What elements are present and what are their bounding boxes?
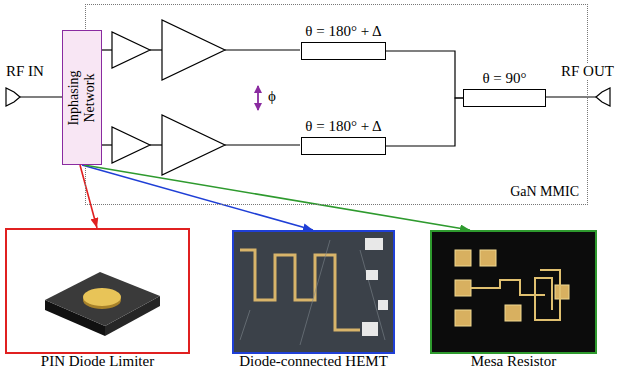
- node-label: Inphasing Network: [66, 53, 98, 143]
- callout-arrow: [84, 165, 470, 230]
- phase-label: ϕ: [268, 88, 276, 105]
- image-panel: Mesa Resistor: [430, 230, 597, 354]
- mesa-resistor-micrograph: [432, 232, 595, 352]
- line-parameter: θ = 90°: [482, 70, 526, 87]
- output-antenna: [545, 88, 610, 106]
- line-parameter: θ = 180° + Δ: [305, 23, 381, 40]
- image-panel: Diode-connected HEMT: [232, 230, 395, 354]
- inphasing-network-box: Inphasing Network: [62, 30, 102, 165]
- signal-line: [386, 98, 463, 146]
- image-caption: Diode-connected HEMT: [239, 353, 388, 370]
- image-caption: PIN Diode Limiter: [41, 353, 154, 370]
- image-caption: Mesa Resistor: [471, 353, 556, 370]
- transmission-line: θ = 90°: [463, 89, 546, 107]
- image-panel: PIN Diode Limiter: [5, 228, 190, 354]
- phase-arrow: [257, 86, 259, 110]
- amplifier-chain: [102, 20, 300, 175]
- pin-diode-illustration: [7, 230, 188, 352]
- node-label: GaN MMIC: [510, 184, 579, 200]
- line-parameter: θ = 180° + Δ: [305, 118, 381, 135]
- input-antenna: [6, 88, 62, 106]
- hemt-micrograph: [234, 232, 393, 352]
- port-label: RF IN: [6, 63, 44, 80]
- transmission-line: θ = 180° + Δ: [301, 137, 386, 155]
- mmic-region: GaN MMIC θ = 180° + Δ θ = 180° + Δ θ = 90°: [85, 4, 588, 205]
- transmission-line: θ = 180° + Δ: [301, 42, 386, 60]
- callout-arrow: [80, 165, 97, 228]
- signal-line: [386, 51, 463, 98]
- port-label: RF OUT: [560, 63, 615, 80]
